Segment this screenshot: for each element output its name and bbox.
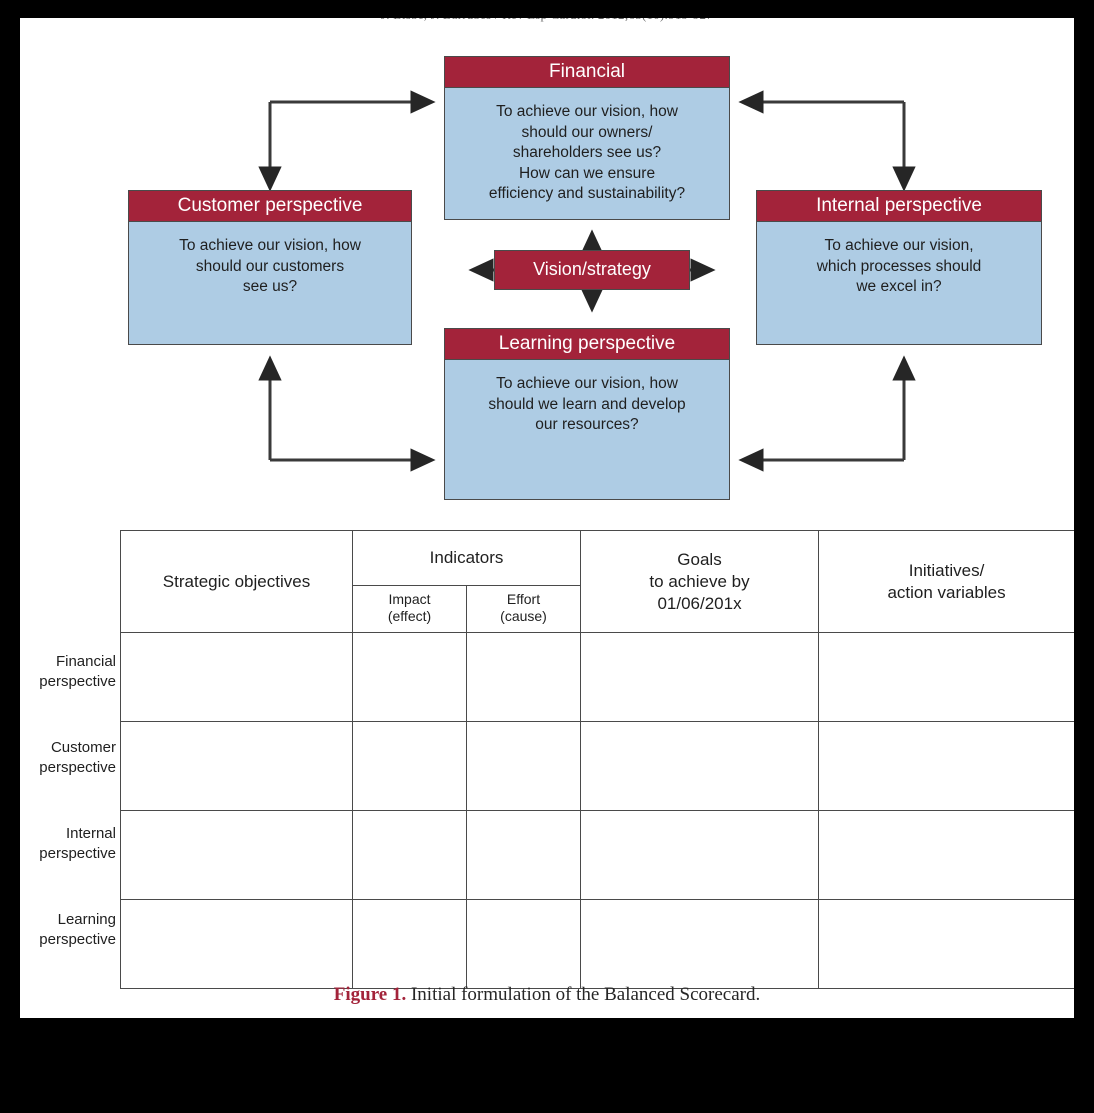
figure-number: Figure 1. [333, 984, 407, 1005]
cell-internal-initiatives[interactable] [818, 810, 1074, 900]
connector-arrows [258, 90, 916, 472]
header-initiatives: Initiatives/ action variables [818, 530, 1074, 633]
header-goals: Goals to achieve by 01/06/201x [580, 530, 820, 633]
cell-customer-goals[interactable] [580, 721, 820, 811]
cell-learning-effort[interactable] [465, 899, 582, 989]
perspective-box-learning: Learning perspective To achieve our visi… [444, 328, 730, 500]
cell-internal-goals[interactable] [580, 810, 820, 900]
table-row [120, 899, 1074, 989]
header-indicators: Indicators [351, 530, 582, 586]
figure-caption: Figure 1. Initial formulation of the Bal… [20, 984, 1074, 1006]
header-indicator-effort: Effort (cause) [465, 585, 582, 633]
balanced-scorecard-table-area: Financial perspective Customer perspecti… [20, 518, 1074, 989]
cell-internal-impact[interactable] [352, 810, 467, 900]
row-label-internal: Internal perspective [39, 825, 116, 862]
cell-learning-impact[interactable] [352, 899, 467, 989]
cell-customer-objectives[interactable] [120, 721, 353, 811]
balanced-scorecard-diagram: Financial To achieve our vision, how sho… [20, 18, 1074, 518]
cell-learning-objectives[interactable] [120, 899, 353, 989]
vision-strategy-box: Vision/strategy [494, 250, 690, 290]
perspective-box-financial: Financial To achieve our vision, how sho… [444, 56, 730, 220]
perspective-box-internal: Internal perspective To achieve our visi… [756, 190, 1042, 345]
row-label-customer: Customer perspective [39, 739, 116, 776]
box-body-learning: To achieve our vision, how should we lea… [488, 375, 686, 433]
box-title-financial: Financial [445, 57, 729, 88]
table-row-labels: Financial perspective Customer perspecti… [20, 518, 120, 978]
header-strategic-objectives: Strategic objectives [120, 530, 353, 633]
box-body-financial: To achieve our vision, how should our ow… [488, 103, 686, 202]
balanced-scorecard-table: Strategic objectives Indicators Goals to… [120, 530, 1074, 989]
cell-customer-effort[interactable] [465, 721, 582, 811]
header-indicator-impact: Impact (effect) [352, 585, 467, 633]
box-title-internal: Internal perspective [757, 191, 1041, 222]
cell-financial-impact[interactable] [352, 632, 467, 722]
table-row [120, 810, 1074, 900]
cell-customer-initiatives[interactable] [818, 721, 1074, 811]
perspective-box-customer: Customer perspective To achieve our visi… [128, 190, 412, 345]
running-head: J. Bisbe, J. Barrubés / Rev Esp Cardiol.… [20, 18, 1074, 23]
box-body-customer: To achieve our vision, how should our cu… [179, 237, 361, 295]
row-label-financial: Financial perspective [39, 653, 116, 690]
cell-customer-impact[interactable] [352, 721, 467, 811]
box-body-internal: To achieve our vision, which processes s… [816, 237, 982, 295]
figure-caption-text: Initial formulation of the Balanced Scor… [406, 984, 761, 1005]
table-row [120, 721, 1074, 811]
box-title-customer: Customer perspective [129, 191, 411, 222]
row-label-learning: Learning perspective [39, 911, 116, 948]
cell-financial-goals[interactable] [580, 632, 820, 722]
cell-internal-objectives[interactable] [120, 810, 353, 900]
cell-internal-effort[interactable] [465, 810, 582, 900]
cell-learning-goals[interactable] [580, 899, 820, 989]
cell-financial-initiatives[interactable] [818, 632, 1074, 722]
cell-financial-objectives[interactable] [120, 632, 353, 722]
cell-learning-initiatives[interactable] [818, 899, 1074, 989]
box-title-learning: Learning perspective [445, 329, 729, 360]
document-page: J. Bisbe, J. Barrubés / Rev Esp Cardiol.… [20, 18, 1074, 1018]
cell-financial-effort[interactable] [465, 632, 582, 722]
table-header-row-main: Strategic objectives Indicators Goals to… [120, 530, 1074, 633]
table-row [120, 632, 1074, 722]
table-header-row-sub: Impact (effect) Effort (cause) [121, 585, 1075, 633]
